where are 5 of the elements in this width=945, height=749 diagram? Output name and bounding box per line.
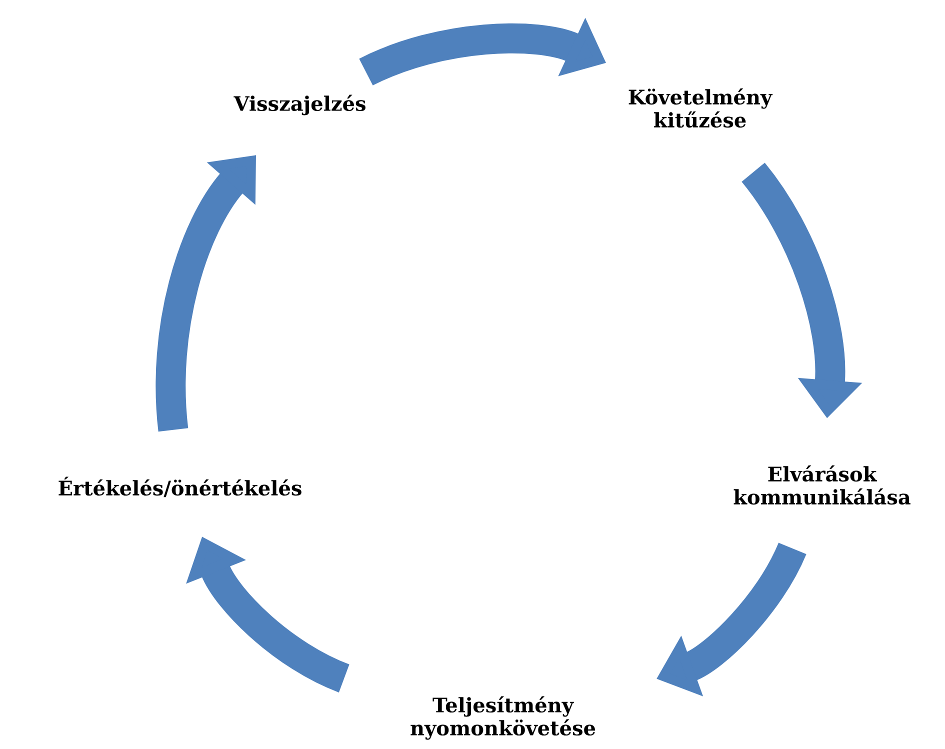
- cycle-step-label: Teljesítmény nyomonkövetése: [410, 696, 596, 740]
- cycle-step-label: Visszajelzés: [234, 94, 366, 116]
- cycle-step-label: Értékelés/önértékelés: [58, 476, 302, 498]
- cycle-step-label: Követelmény kitűzése: [628, 88, 773, 128]
- cycle-step-label: Elvárások kommunikálása: [734, 465, 910, 505]
